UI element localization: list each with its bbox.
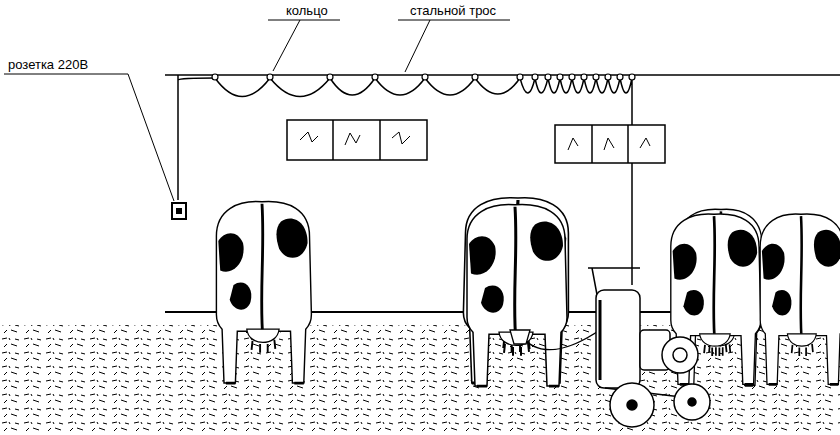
part-label: розетка 220В — [6, 57, 90, 72]
part-label: кольцо — [284, 3, 330, 18]
leader-lines — [4, 20, 510, 201]
part-label: стальной трос — [408, 3, 498, 18]
